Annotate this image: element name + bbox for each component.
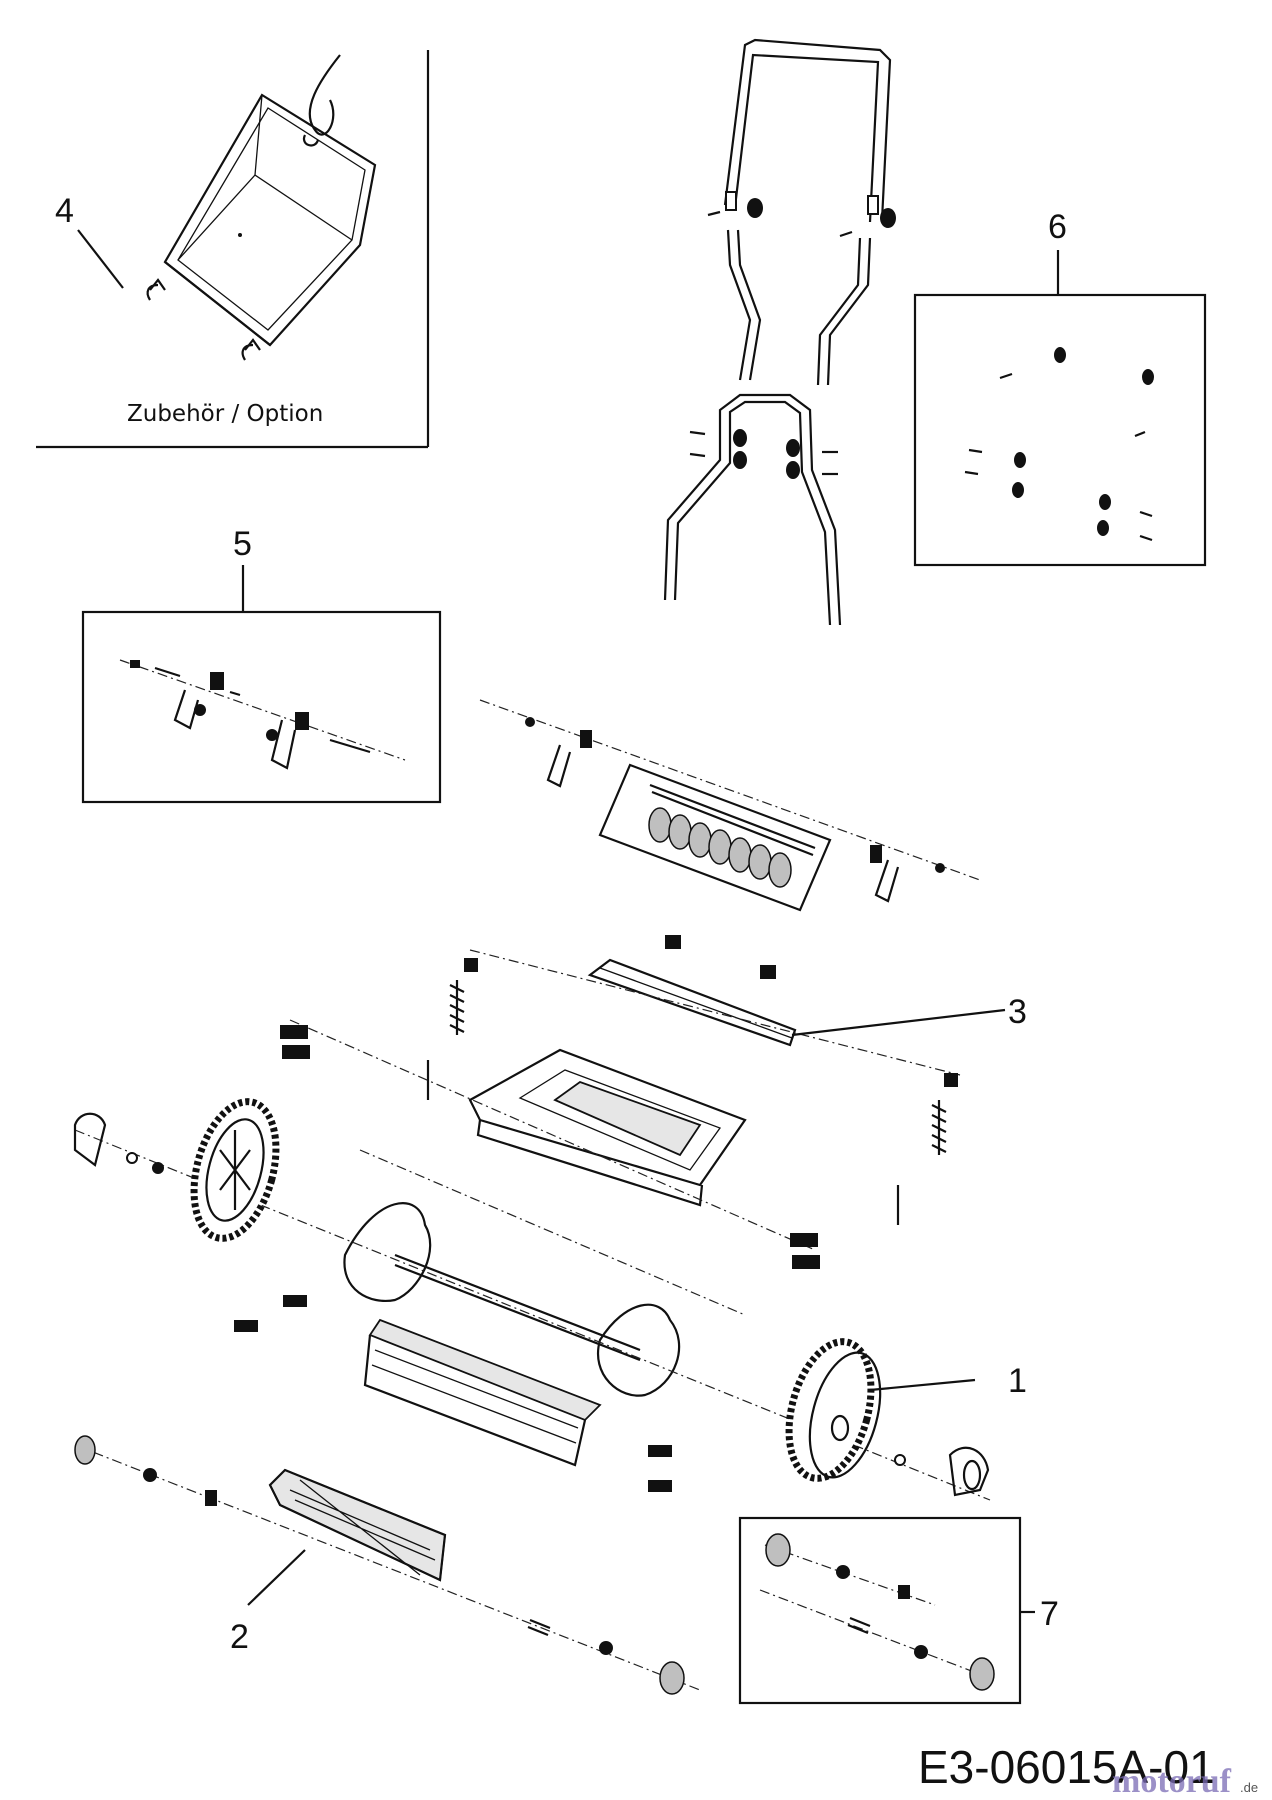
callout-6: 6	[1048, 208, 1067, 246]
callout-leaders	[77, 229, 1006, 1606]
height-adjustment-bracket-illustration	[426, 935, 961, 1225]
rear-roller-assembly	[479, 699, 981, 912]
drawing-code: E3-06015A-01	[918, 1741, 1215, 1793]
accessory-frame	[36, 50, 430, 449]
callout-4: 4	[55, 192, 74, 230]
callout-3: 3	[1008, 993, 1027, 1031]
callout-7: 7	[1040, 1595, 1059, 1633]
left-wheel-illustration	[73, 1098, 280, 1242]
watermark-brand: motoruf	[1112, 1763, 1232, 1800]
adjustment-kit-frame	[81, 565, 442, 804]
grass-catcher-illustration	[146, 54, 377, 361]
watermark: motoruf .de	[1112, 1763, 1258, 1800]
callout-2: 2	[230, 1618, 249, 1656]
handle-illustration	[663, 38, 896, 626]
accessory-note: Zubehör / Option	[127, 401, 323, 427]
callout-5: 5	[233, 525, 252, 563]
bearing-kit-frame	[738, 1516, 1035, 1705]
housing-illustration	[280, 1019, 820, 1316]
right-wheel-illustration	[785, 1338, 990, 1497]
watermark-suffix: .de	[1240, 1780, 1258, 1795]
hardware-kit-frame	[913, 250, 1207, 567]
callout-1: 1	[1008, 1362, 1027, 1400]
cutting-cylinder-illustration	[74, 1435, 701, 1695]
